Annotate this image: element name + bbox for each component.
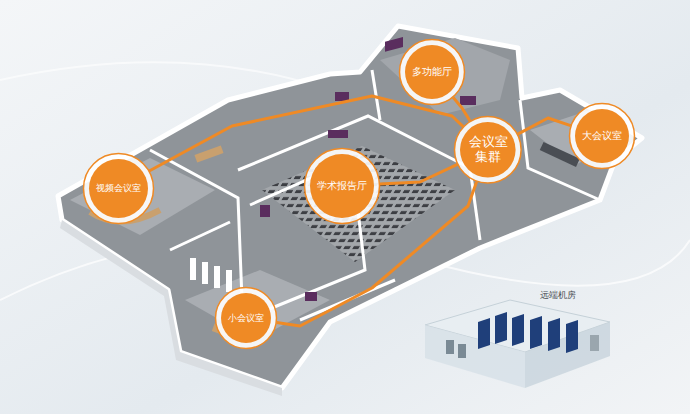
outer-ring <box>216 288 277 349</box>
area-label: 远端机房 <box>540 289 576 302</box>
room-name: 大会议室 <box>582 130 622 142</box>
inner-disc <box>460 122 516 178</box>
room-circle: 学术报告厅 <box>303 147 381 225</box>
inner-disc <box>575 109 629 163</box>
room-name: 会议室 集群 <box>467 135 509 165</box>
network-link <box>380 164 457 184</box>
room-name: 小会议室 <box>228 313 264 323</box>
interior-walls <box>150 70 600 320</box>
inner-disc <box>405 45 459 99</box>
inner-disc <box>221 293 271 343</box>
outer-ring <box>570 104 635 169</box>
building-floor <box>58 26 642 388</box>
auditorium-seats <box>262 146 455 262</box>
room-circle: 小会议室 <box>214 286 278 350</box>
outer-ring <box>455 117 522 184</box>
outer-ring <box>305 149 380 224</box>
room-name: 多功能厅 <box>412 66 452 78</box>
network-link <box>277 182 477 326</box>
network-link <box>149 96 463 171</box>
server-room-illustration <box>425 300 610 388</box>
outer-ring <box>83 153 153 223</box>
room-circle: 会议室 集群 <box>453 115 523 185</box>
outer-ring <box>400 40 465 105</box>
building-wall <box>60 220 282 396</box>
room-circle: 大会议室 <box>568 102 636 170</box>
inner-disc <box>89 159 148 218</box>
room-name: 视频会议室 <box>96 183 141 193</box>
network-link <box>518 118 571 134</box>
room-name: 学术报告厅 <box>317 180 367 192</box>
room-circle: 视频会议室 <box>82 152 155 225</box>
display-screen <box>260 37 476 301</box>
inner-disc <box>310 154 374 218</box>
room-circle: 多功能厅 <box>398 38 466 106</box>
